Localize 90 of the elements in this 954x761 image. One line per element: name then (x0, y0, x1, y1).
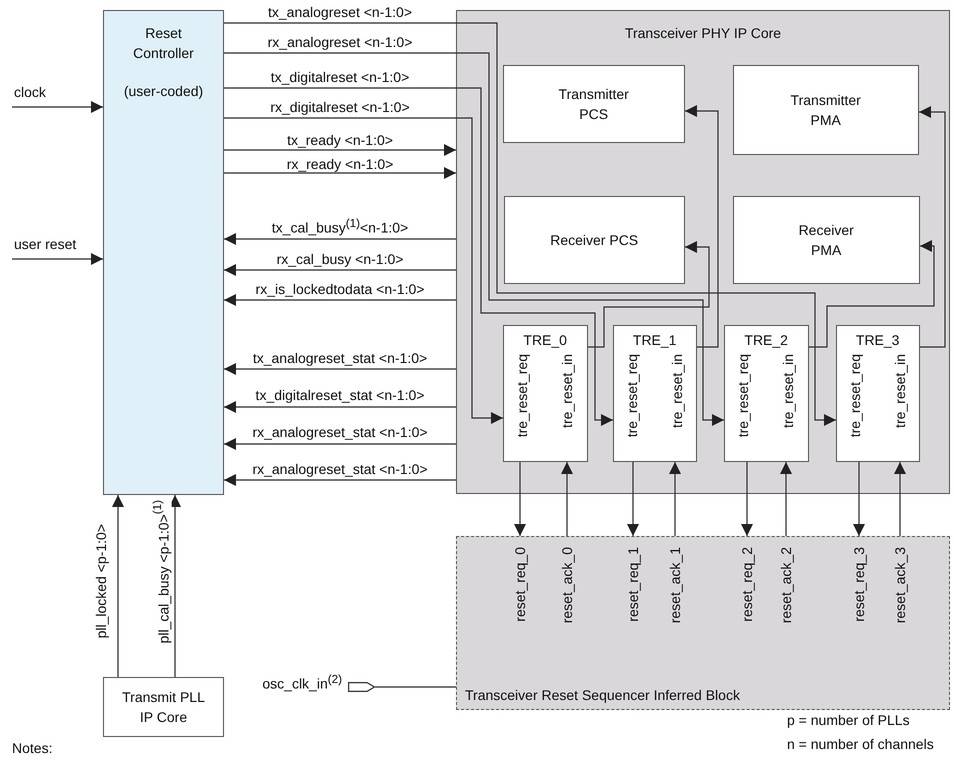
block-title: Receiver PCS (549, 230, 640, 250)
arrow (12, 253, 103, 265)
arrow (12, 101, 103, 113)
pin-name: reset_req_2 (739, 547, 755, 622)
arrow (780, 462, 792, 536)
arrow (685, 105, 719, 348)
arrow (224, 438, 456, 450)
edge-label: pll_locked <p-1:0> (93, 522, 109, 640)
pin-name: tre_reset_in (558, 354, 575, 428)
arrow (894, 462, 906, 536)
arrow (112, 495, 124, 677)
block-title: TRE_1 (632, 332, 678, 348)
arrow (741, 462, 753, 536)
arrow (224, 117, 503, 424)
block-title: TRE_3 (854, 332, 900, 348)
edge-label: tx_analogreset_stat <n-1:0> (250, 350, 430, 366)
block-title: Transceiver PHY IP Core (624, 25, 782, 41)
arrow (224, 87, 613, 426)
tre-block (724, 324, 809, 462)
block-title: Transmit PLL IP Core (121, 688, 206, 727)
pin-name: tre_reset_in (668, 354, 685, 428)
note-text: p = number of PLLs (787, 712, 910, 728)
arrow (224, 144, 456, 156)
arrow (224, 52, 724, 426)
connector-line (375, 686, 456, 688)
arrow (224, 22, 836, 426)
edge-label: rx_is_lockedtodata <n-1:0> (254, 281, 426, 297)
edge-label: tx_ready <n-1:0> (285, 132, 395, 148)
pin-name: reset_ack_1 (667, 547, 683, 624)
edge-label: rx_analogreset <n-1:0> (266, 34, 414, 50)
edge-label: tx_analogreset <n-1:0> (266, 4, 414, 20)
arrow (919, 106, 946, 348)
pin-name: reset_req_3 (851, 547, 867, 622)
block-title: TRE_0 (522, 332, 568, 348)
pin-name: tre_reset_in (780, 354, 796, 428)
edge-label: rx_ready <n-1:0> (284, 156, 396, 172)
arrow (224, 401, 456, 413)
function-block (502, 64, 685, 143)
arrow (224, 474, 456, 486)
edge-label: clock (12, 84, 48, 100)
block-title: Reset Controller (132, 24, 195, 63)
pin-name: tre_reset_req (624, 354, 640, 437)
pin-name: tre_reset_req (734, 354, 751, 437)
edge-label: rx_analogreset_stat <n-1:0> (250, 461, 430, 477)
edge-label: rx_analogreset_stat <n-1:0> (250, 424, 430, 440)
block-title: Transmitter PMA (790, 90, 862, 130)
pin-name: reset_req_1 (625, 547, 641, 622)
pin-name: tre_reset_req (846, 354, 863, 437)
arrow (853, 462, 865, 536)
input-port-symbol (348, 682, 375, 692)
arrow (561, 462, 573, 536)
function-block (732, 196, 920, 284)
function-block (732, 64, 919, 155)
sequencer-block (456, 536, 950, 710)
note-text: n = number of channels (787, 736, 934, 752)
pin-name: reset_req_0 (512, 547, 528, 622)
arrow (224, 294, 456, 306)
arrow (588, 241, 710, 348)
edge-label: rx_digitalreset <n-1:0> (268, 99, 412, 115)
edge-label: rx_cal_busy <n-1:0> (274, 251, 406, 267)
tre-block (612, 324, 697, 462)
arrow (224, 363, 456, 375)
pin-name: tre_reset_req (514, 354, 530, 437)
edge-label: tx_digitalreset <n-1:0> (268, 69, 412, 85)
function-block (504, 196, 685, 284)
edge-label: tx_cal_busy$^{(1)}$<n-1:0> (270, 216, 410, 236)
arrow (627, 462, 639, 536)
signal-name: osc_clk_in$^{(2)}$ (262, 672, 342, 692)
note-heading: Notes: (12, 740, 52, 756)
arrow (514, 462, 526, 536)
core-block (456, 10, 950, 494)
pin-name: reset_ack_0 (559, 547, 575, 624)
arrow (809, 240, 935, 348)
arrow (224, 167, 456, 179)
block-title: Transmitter PCS (558, 84, 630, 124)
arrow (224, 264, 456, 276)
controller-block (103, 10, 224, 495)
block-title: TRE_2 (743, 332, 789, 348)
arrow (224, 233, 456, 245)
block-title: Transceiver Reset Sequencer Inferred Block (465, 687, 740, 703)
pin-name: reset_ack_3 (892, 547, 908, 624)
tre-block (836, 324, 920, 462)
pin-name: reset_ack_2 (778, 547, 794, 624)
edge-label: tx_digitalreset_stat <n-1:0> (254, 387, 426, 403)
block-title: Receiver PMA (798, 220, 855, 260)
arrow (669, 462, 681, 536)
function-block (103, 677, 224, 737)
pin-name: tre_reset_in (892, 354, 908, 428)
block-title: (user-coded) (122, 82, 204, 101)
tre-block (502, 324, 588, 462)
